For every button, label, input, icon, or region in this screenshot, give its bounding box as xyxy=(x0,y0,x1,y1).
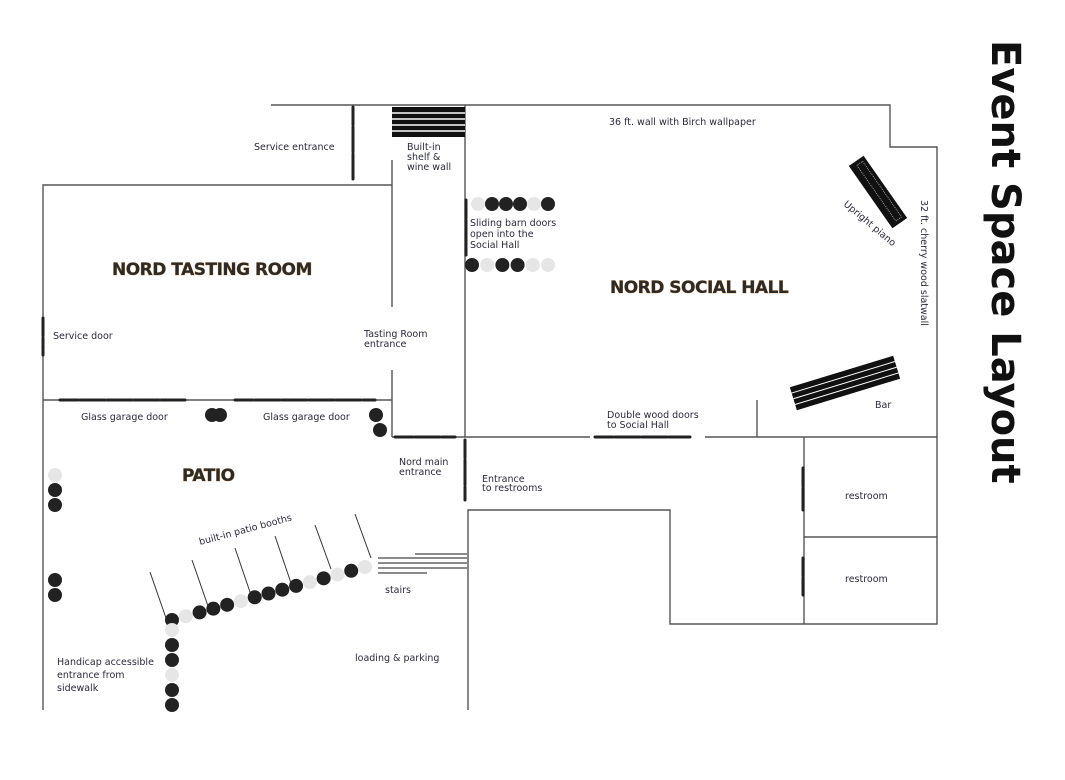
plant-icon xyxy=(206,601,221,616)
room-title-tasting: NORD TASTING ROOM xyxy=(112,260,312,280)
plant-icon xyxy=(178,609,193,624)
plant-icon xyxy=(344,563,359,578)
label-restroom-2: restroom xyxy=(845,574,888,585)
page-title: Event Space Layout xyxy=(982,40,1028,484)
patio-booths xyxy=(149,513,372,619)
plant-icon xyxy=(275,582,290,597)
plant-icon xyxy=(48,498,62,512)
plant-icon xyxy=(165,698,179,712)
plant-icon xyxy=(471,197,485,211)
plant-icon xyxy=(48,483,62,497)
room-title-social-hall: NORD SOCIAL HALL xyxy=(610,278,789,298)
plant-icon xyxy=(220,597,235,612)
plant-icon xyxy=(302,575,317,590)
plant-icon xyxy=(499,197,513,211)
plant-icon xyxy=(513,197,527,211)
plant-icon xyxy=(165,623,179,637)
label-birch-wall: 36 ft. wall with Birch wallpaper xyxy=(609,117,756,128)
label-service-door: Service door xyxy=(53,331,113,342)
label-bar: Bar xyxy=(875,400,891,411)
plant-icon xyxy=(369,408,383,422)
plant-icon xyxy=(525,258,540,272)
room-title-patio: PATIO xyxy=(182,466,235,486)
plant-icon xyxy=(289,578,304,593)
plant-icon xyxy=(48,468,62,482)
plant-icon xyxy=(213,408,227,422)
label-booths: built-in patio booths xyxy=(198,513,293,548)
plant-icon xyxy=(48,588,62,602)
plant-icon xyxy=(541,197,555,211)
plant-icon xyxy=(165,613,179,627)
wine-wall-shelf xyxy=(392,107,465,137)
upright-piano xyxy=(848,155,908,229)
plant-icon xyxy=(358,560,372,574)
doors xyxy=(41,105,805,597)
label-service-entrance: Service entrance xyxy=(254,142,335,153)
plant-icon xyxy=(165,683,179,697)
plant-icon xyxy=(165,638,179,652)
plant-icon xyxy=(316,571,331,586)
plant-icon xyxy=(373,423,387,437)
plant-icon xyxy=(495,258,510,272)
plant-icon xyxy=(465,258,479,272)
label-loading: loading & parking xyxy=(355,653,439,664)
label-stairs: stairs xyxy=(385,585,411,596)
plant-icon xyxy=(48,573,62,587)
plant-icon xyxy=(480,258,495,272)
plant-icon xyxy=(165,668,179,682)
label-garage-door-2: Glass garage door xyxy=(263,412,350,423)
stairs xyxy=(378,553,467,574)
planters xyxy=(48,197,555,712)
bar-counter xyxy=(789,355,901,411)
plant-icon xyxy=(261,586,276,601)
label-slatwall: 32 ft. cherry wood slatwall xyxy=(918,200,929,326)
plant-icon xyxy=(510,258,525,272)
plant-icon xyxy=(247,590,262,605)
label-restroom-1: restroom xyxy=(845,491,888,502)
label-garage-door-1: Glass garage door xyxy=(81,412,168,423)
plant-icon xyxy=(541,258,555,272)
plant-icon xyxy=(485,197,499,211)
plant-icon xyxy=(192,605,207,620)
plant-icon xyxy=(330,567,345,582)
plant-icon xyxy=(233,594,248,609)
plant-icon xyxy=(165,653,179,667)
plant-icon xyxy=(527,197,541,211)
